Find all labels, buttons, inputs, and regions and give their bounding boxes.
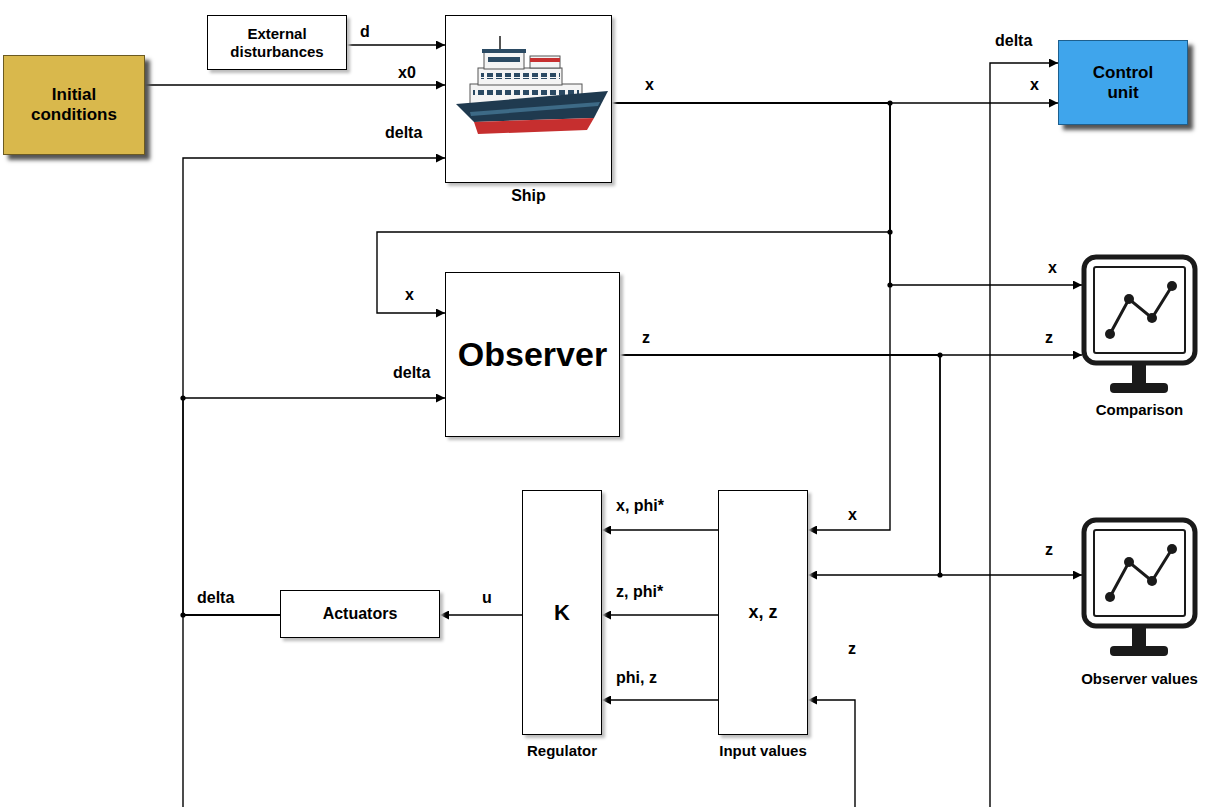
ship-block: Ship (445, 15, 612, 183)
signal-name: u (482, 589, 492, 607)
ship-funnel-band (530, 58, 560, 62)
scope-point (1167, 544, 1177, 554)
scope-point (1167, 281, 1177, 291)
block-caption: Comparison (1096, 401, 1184, 418)
block-caption: Regulator (527, 742, 597, 759)
signal-name: z (848, 640, 856, 658)
scope-frame (1084, 520, 1195, 626)
block-caption: Ship (511, 187, 546, 205)
signal-line (183, 63, 1058, 807)
input-mux-block: x, zInput values (718, 490, 808, 735)
signal-name: delta (197, 589, 234, 607)
signal-line (183, 158, 445, 615)
signal-name: x (405, 286, 414, 304)
block-text: K (554, 600, 570, 625)
signal-name: delta (995, 32, 1032, 50)
control-unit-block: Control unit (1058, 40, 1188, 125)
signal-name: delta (385, 124, 422, 142)
ship-keel (474, 118, 594, 134)
scope-screen (1094, 530, 1185, 616)
scope-icon (1084, 520, 1195, 656)
signal-line (347, 44, 445, 45)
connector-group (145, 45, 1082, 807)
ship-illustration (456, 36, 608, 134)
scope-graph (1110, 286, 1172, 334)
signal-name: z, phi* (616, 583, 663, 601)
actuator-block: Actuators (280, 590, 440, 638)
scope-point (1147, 313, 1157, 323)
scope-icon (1084, 257, 1195, 393)
ship-deck (478, 68, 562, 85)
block-text: Control unit (1085, 63, 1161, 102)
ship-block-fill (445, 15, 612, 183)
scope-base (1110, 646, 1168, 656)
ship-bridge (484, 52, 524, 69)
block-caption: Observer values (1081, 670, 1198, 687)
signal-line (183, 398, 445, 615)
signal-name: z (1045, 541, 1053, 559)
block-text: Actuators (323, 605, 398, 623)
block-text: x, z (748, 602, 777, 623)
block-text: External disturbances (216, 25, 338, 60)
signal-line (612, 103, 890, 530)
junction-dot (887, 282, 892, 287)
junction-dot (180, 395, 185, 400)
ship-windows (481, 73, 560, 79)
signal-line (602, 529, 718, 530)
scope-point (1147, 576, 1157, 586)
signal-name: phi, z (616, 669, 657, 687)
scope-frame (1084, 257, 1195, 363)
signal-line (602, 614, 718, 615)
scope-point (1105, 592, 1115, 602)
ship-windows (473, 89, 579, 95)
signal-name: d (360, 23, 370, 41)
junction-dot (937, 572, 942, 577)
signal-name: x (645, 76, 654, 94)
signal-name: delta (393, 364, 430, 382)
signal-name: x (1030, 76, 1039, 94)
junction-dot (180, 612, 185, 617)
signal-line (620, 355, 1082, 575)
junction-dot (937, 352, 942, 357)
scope-base (1110, 383, 1168, 393)
ship-hull (456, 91, 608, 122)
scope-stand (1132, 363, 1146, 385)
scope-screen (1094, 267, 1185, 353)
signal-name: z (642, 329, 650, 347)
scope-point (1124, 557, 1134, 567)
signal-name: x, phi* (616, 497, 664, 515)
scope-block: Observer values (1082, 518, 1197, 658)
block-text: Initial conditions (14, 85, 134, 124)
gain-block: KRegulator (522, 490, 602, 735)
scope-stand (1132, 626, 1146, 648)
signal-name: x (1048, 259, 1057, 277)
scope-block: Comparison (1082, 255, 1197, 395)
ship-windows (488, 57, 520, 62)
signal-line (602, 699, 718, 700)
ship-roof (482, 49, 526, 53)
block-caption: Input values (719, 742, 807, 759)
ship-funnel (530, 56, 560, 68)
block-text: Observer (458, 335, 607, 374)
observer-block: Observer (445, 272, 620, 437)
signal-name: x0 (398, 64, 416, 82)
signal-line (145, 84, 445, 85)
signal-name: z (1045, 329, 1053, 347)
signal-line (440, 614, 522, 615)
disturbance-block: External disturbances (207, 15, 347, 70)
scope-point (1124, 294, 1134, 304)
junction-dot (887, 100, 892, 105)
junction-dot (887, 229, 892, 234)
signal-wire (808, 700, 855, 807)
signal-name: x (848, 506, 857, 524)
scope-point (1105, 329, 1115, 339)
initial-conditions-block: Initial conditions (3, 55, 145, 155)
ship-hull-stripe (470, 102, 600, 116)
signal-line (612, 103, 1082, 285)
scope-graph (1110, 549, 1172, 597)
